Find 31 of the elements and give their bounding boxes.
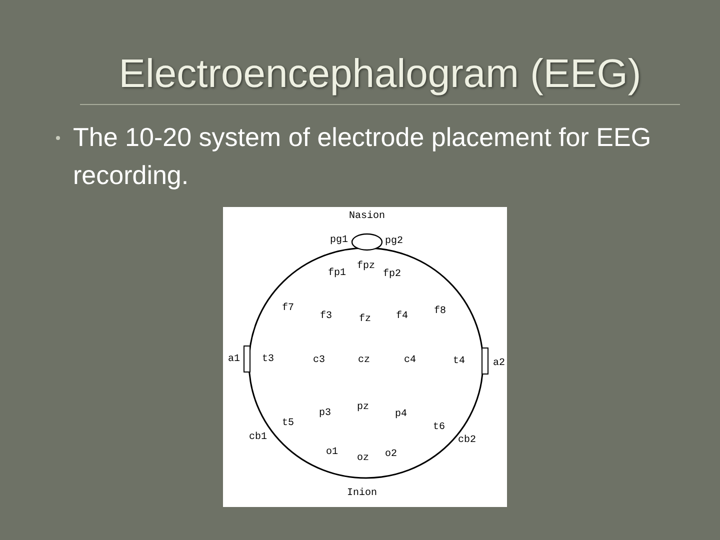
- electrode-label: f7: [282, 303, 294, 315]
- electrode-label: fpz: [357, 261, 375, 273]
- electrode-label: t6: [433, 422, 445, 434]
- electrode-label: cb1: [249, 432, 267, 444]
- electrode-label: a1: [228, 354, 240, 366]
- electrode-label: fz: [359, 314, 371, 326]
- electrode-label: fp1: [328, 268, 346, 280]
- electrode-label: pg1: [330, 235, 348, 247]
- slide-title: Electroencephalogram (EEG): [118, 51, 642, 98]
- electrode-label: Inion: [347, 488, 377, 500]
- electrode-label: o1: [326, 447, 338, 459]
- electrode-label: t4: [453, 356, 465, 368]
- electrode-label: cb2: [458, 435, 476, 447]
- electrode-label: Nasion: [349, 211, 385, 223]
- electrode-label: p3: [319, 408, 331, 420]
- electrode-label: t5: [282, 418, 294, 430]
- electrode-label: oz: [357, 453, 369, 465]
- electrode-label: pg2: [385, 236, 403, 248]
- electrode-label: p4: [395, 409, 407, 421]
- electrode-label: f3: [320, 311, 332, 323]
- electrode-label: a2: [493, 358, 505, 370]
- electrode-label: f4: [396, 311, 408, 323]
- electrode-label: pz: [357, 402, 369, 414]
- electrode-label: f8: [434, 306, 446, 318]
- bullet-text: The 10-20 system of electrode placement for EEG recording.: [73, 121, 652, 192]
- electrode-label: fp2: [383, 269, 401, 281]
- electrode-label: c4: [404, 355, 416, 367]
- electrode-label: t3: [262, 354, 274, 366]
- electrode-label: o2: [385, 449, 397, 461]
- electrode-label: c3: [313, 355, 325, 367]
- electrode-label: cz: [358, 355, 370, 367]
